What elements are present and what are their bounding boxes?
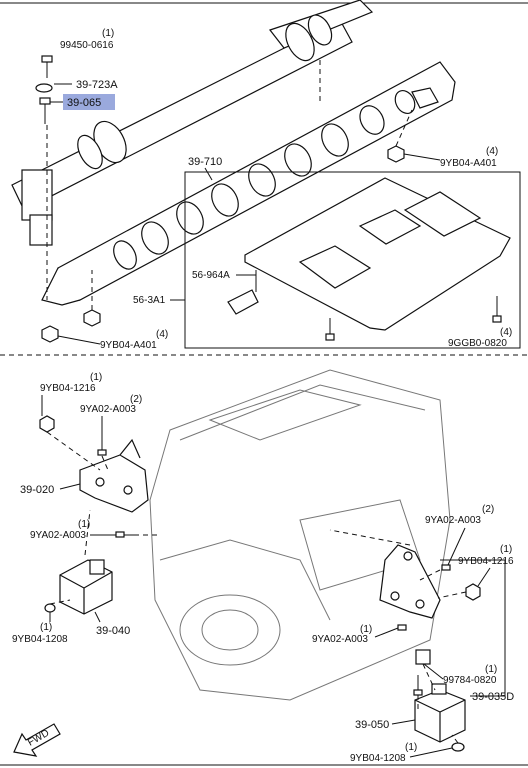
qty-a003-right: (2) xyxy=(482,504,494,515)
label-56-964A: 56-964A xyxy=(192,270,230,281)
nut-right-icon xyxy=(387,145,405,163)
rubber-mount-39-050 xyxy=(414,683,466,743)
label-nut-right: 9YB04-A401 xyxy=(440,158,497,169)
leader-1216-right xyxy=(477,567,491,587)
leader-a003-mid xyxy=(374,627,399,638)
label-1216-left: 9YB04-1216 xyxy=(40,383,96,394)
nuts-bottom-icon xyxy=(41,309,101,343)
label-nut-bottom: 9YB04-A401 xyxy=(100,340,157,351)
bracket-56-964A-icon xyxy=(227,270,259,315)
label-39-040: 39-040 xyxy=(96,625,130,637)
leader-39-035D xyxy=(440,559,506,697)
mount-39-035D xyxy=(379,544,441,619)
propeller-shaft xyxy=(11,0,374,246)
leader-1208-right xyxy=(409,747,453,758)
qty-9GGB0-0820: (4) xyxy=(500,327,512,338)
label-9GGB0-0820: 9GGB0-0820 xyxy=(448,338,507,349)
label-39-020: 39-020 xyxy=(20,484,54,496)
brace-inset-box xyxy=(184,171,521,349)
qty-0820: (1) xyxy=(485,664,497,675)
qty-1216-right: (1) xyxy=(500,544,512,555)
label-56-3A1: 56-3A1 xyxy=(133,295,166,306)
label-39-065[interactable]: 39-065 xyxy=(67,97,101,109)
label-1216-right: 9YB04-1216 xyxy=(458,556,514,567)
leader-39-050 xyxy=(391,719,416,725)
leader-nut-right xyxy=(403,153,441,161)
label-a003-left: 9YA02-A003 xyxy=(30,530,86,541)
qty-a003-mid: (1) xyxy=(360,624,372,635)
label-99450-0616: 99450-0616 xyxy=(60,40,114,51)
label-a003-top: 9YA02-A003 xyxy=(80,404,136,415)
label-a003-mid: 9YA02-A003 xyxy=(312,634,368,645)
mount-39-020 xyxy=(79,438,149,513)
label-39-035D: 39-035D xyxy=(472,691,514,703)
leader-a003-right xyxy=(447,527,466,566)
dash-leader-3 xyxy=(395,109,413,147)
leader-39-020 xyxy=(59,483,81,490)
label-39-723A: 39-723A xyxy=(76,79,118,91)
qty-nut-right: (4) xyxy=(486,146,498,157)
leader-nut-bottom xyxy=(57,335,101,345)
qty-1216-left: (1) xyxy=(90,372,102,383)
bottom-dash-leaders xyxy=(46,431,467,744)
qty-nut-bottom: (4) xyxy=(156,329,168,340)
qty-a003-top: (2) xyxy=(130,394,142,405)
label-39-710: 39-710 xyxy=(188,156,222,168)
bolt-39-065-icon xyxy=(39,97,51,124)
qty-99450-0616: (1) xyxy=(102,28,114,39)
leader-39-040 xyxy=(94,611,101,623)
qty-1208-right: (1) xyxy=(405,742,417,753)
bolt-99450-0616-icon xyxy=(41,55,53,78)
highlight-39-065 xyxy=(63,94,115,110)
label-39-050: 39-050 xyxy=(355,719,389,731)
label-1208-right: 9YB04-1208 xyxy=(350,753,406,764)
label-1208-left: 9YB04-1208 xyxy=(12,634,68,645)
label-a003-right: 9YA02-A003 xyxy=(425,515,481,526)
brace-56-3A1 xyxy=(244,177,511,331)
leader-0820 xyxy=(423,663,444,680)
rubber-mount-39-040 xyxy=(59,559,113,615)
qty-1208-left: (1) xyxy=(40,622,52,633)
washer-39-723A-icon xyxy=(35,83,53,93)
label-0820: 99784-0820 xyxy=(443,675,497,686)
qty-a003-left: (1) xyxy=(78,519,90,530)
fwd-arrow-icon: FWD xyxy=(13,723,61,757)
brace-bolts-icon xyxy=(325,296,502,341)
leader-39-710 xyxy=(204,167,213,181)
engine-outline xyxy=(149,369,451,701)
